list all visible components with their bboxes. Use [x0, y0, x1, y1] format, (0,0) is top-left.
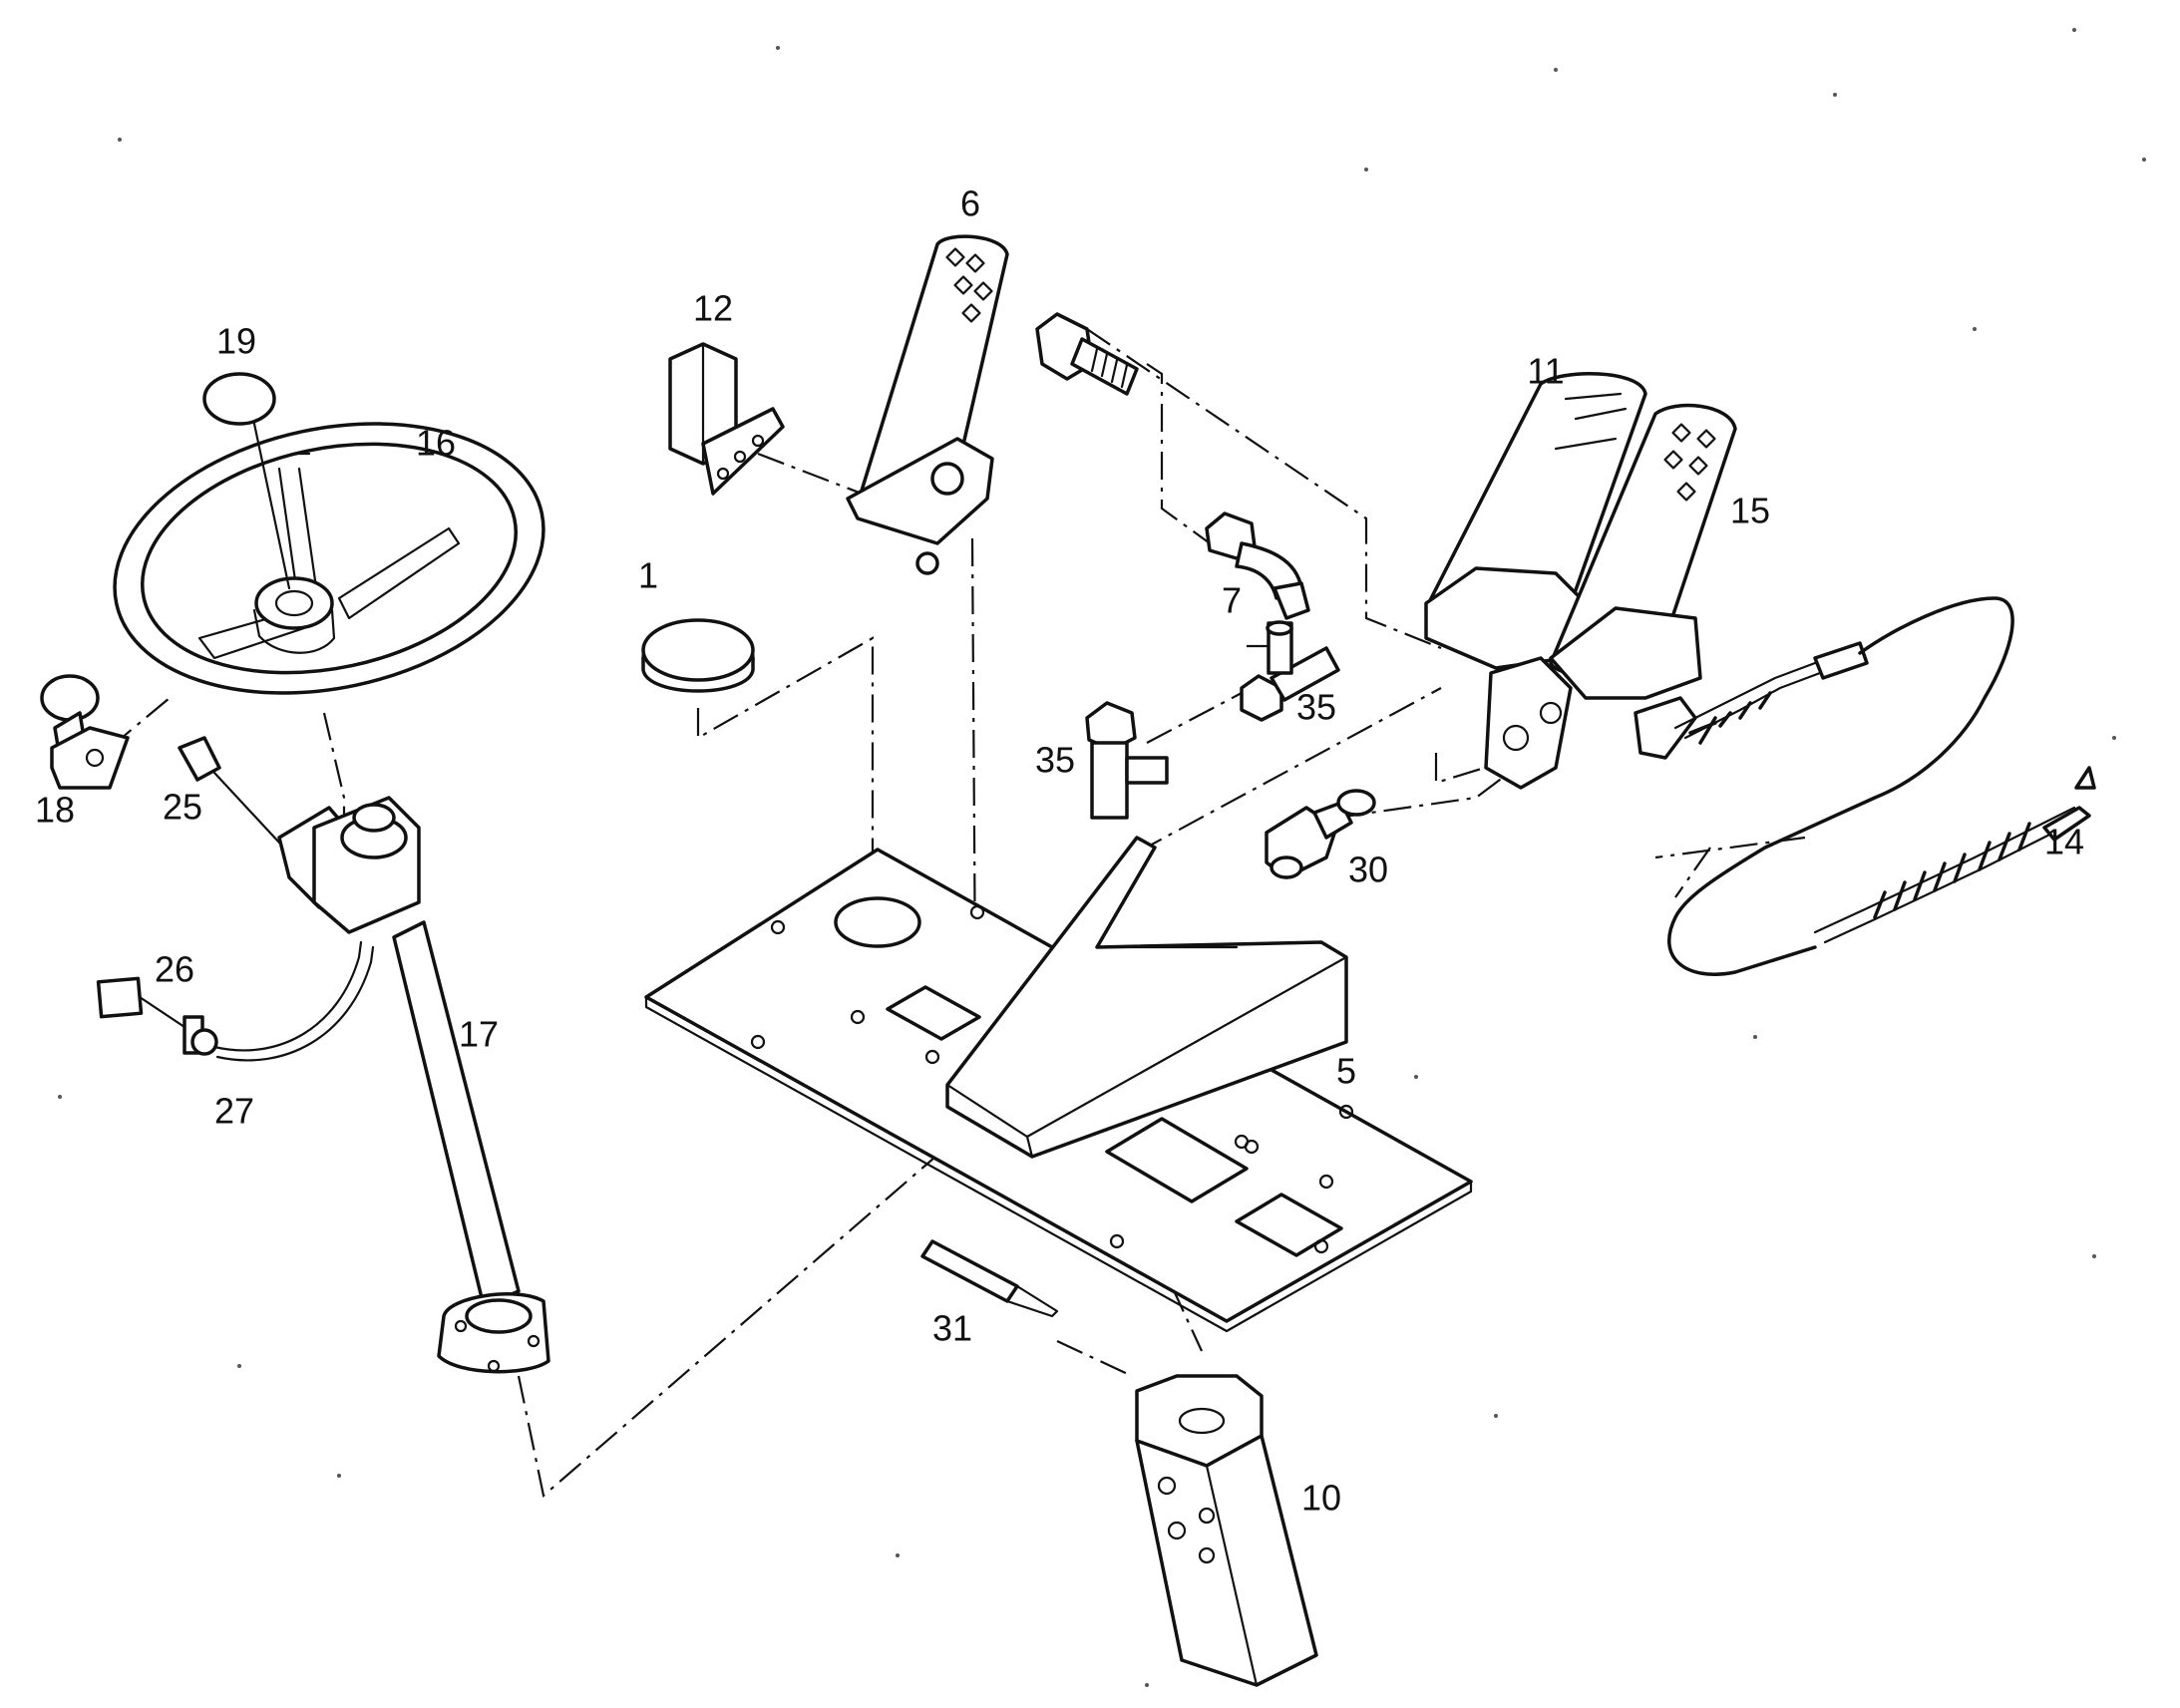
spinner-knob-part-18 — [40, 674, 130, 790]
bracket-part-12 — [668, 342, 785, 496]
callout-35-right: 35 — [1296, 687, 1336, 728]
bolt-and-elbow-part-7 — [1035, 312, 1310, 620]
callout-27: 27 — [214, 1091, 254, 1132]
scan-speckles — [58, 28, 2146, 1687]
callouts: 1 5 6 7 10 11 12 14 15 16 17 18 19 25 26… — [35, 183, 2084, 1519]
callout-1: 1 — [638, 555, 658, 596]
callout-16: 16 — [416, 423, 456, 464]
floor-plate-part-5 — [644, 836, 1473, 1333]
callout-14: 14 — [2044, 822, 2084, 862]
callout-30: 30 — [1348, 850, 1388, 890]
callout-15: 15 — [1730, 491, 1770, 531]
callout-26: 26 — [155, 949, 194, 990]
callout-6: 6 — [960, 183, 980, 224]
callout-11: 11 — [1527, 351, 1564, 392]
wiring-connector-part-26-27 — [96, 940, 375, 1062]
valve-part-30 — [1265, 789, 1376, 879]
sealant-tube-part-31 — [920, 1239, 1059, 1318]
callout-7: 7 — [1222, 580, 1242, 621]
pillar-part-10 — [1135, 1374, 1318, 1687]
plug-part-1 — [641, 618, 755, 693]
tee-fittings-part-35 — [1085, 620, 1340, 820]
callout-12: 12 — [693, 288, 733, 329]
callout-18: 18 — [35, 790, 75, 831]
steering-wheel-part-16 — [113, 422, 545, 695]
callout-25: 25 — [163, 787, 202, 828]
cable-part-14 — [1667, 596, 2096, 976]
callout-17: 17 — [459, 1014, 499, 1055]
callout-19: 19 — [216, 321, 256, 362]
steering-column-part-17 — [312, 796, 550, 1374]
accelerator-pedal-part-6 — [846, 234, 1009, 575]
brake-pedals-part-11-15 — [1424, 372, 1737, 790]
callout-35-left: 35 — [1035, 740, 1075, 781]
center-cap-part-19 — [202, 372, 291, 590]
callout-5: 5 — [1336, 1051, 1356, 1092]
callout-10: 10 — [1301, 1478, 1341, 1519]
callout-31: 31 — [932, 1308, 972, 1349]
